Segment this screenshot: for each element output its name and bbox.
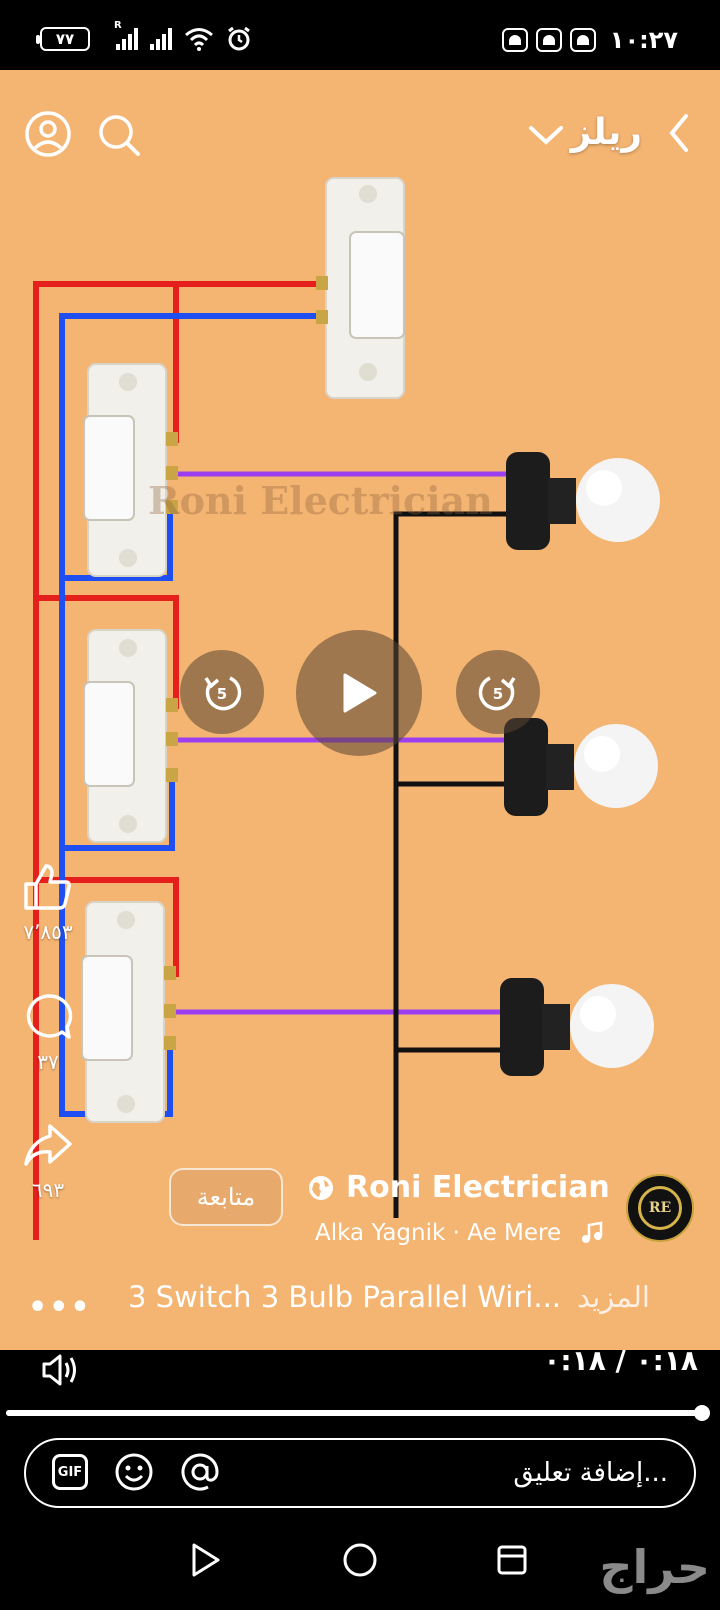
switch-2 — [83, 629, 178, 843]
wifi-icon — [185, 28, 213, 51]
bulb-2 — [504, 718, 658, 816]
chevron-down-icon[interactable] — [528, 124, 564, 146]
share-action[interactable]: ٦٩٣ — [18, 1120, 78, 1202]
mosque-icon — [569, 28, 596, 52]
comment-placeholder: إضافة تعليق... — [513, 1458, 668, 1488]
rewind-5-button[interactable]: 5 — [180, 650, 264, 734]
back-chevron-icon[interactable] — [666, 112, 692, 154]
rewind-seconds: 5 — [217, 685, 227, 703]
comment-bubble-icon — [26, 994, 73, 1039]
forward-5-button[interactable]: 5 — [456, 650, 540, 734]
comment-input[interactable]: GIF إضافة تعليق... — [24, 1438, 696, 1508]
reel-video[interactable]: Roni Electrician ريلز 5 5 — [0, 70, 720, 1350]
signal-icon-2 — [150, 28, 172, 50]
system-nav-bar — [0, 1530, 720, 1610]
channel-avatar[interactable]: RE — [626, 1174, 694, 1242]
channel-name: Roni Electrician — [346, 1170, 610, 1205]
gif-button[interactable]: GIF — [52, 1454, 88, 1490]
emoji-icon[interactable] — [114, 1452, 154, 1492]
globe-icon — [309, 1175, 333, 1200]
home-nav-icon[interactable] — [342, 1542, 378, 1578]
follow-button[interactable]: متابعة — [169, 1168, 283, 1226]
forward-icon: 5 — [478, 676, 516, 711]
channel-link[interactable]: Roni Electrician — [308, 1170, 610, 1205]
network-label: R — [114, 20, 122, 31]
share-icon — [24, 1124, 72, 1166]
switch-1 — [83, 363, 178, 577]
signal-icon: R — [114, 20, 138, 50]
wiring-diagram-frame — [33, 177, 660, 1240]
mosque-icon — [535, 28, 562, 52]
like-action[interactable]: ٧٬٨٥٣ — [18, 862, 78, 944]
back-nav-icon[interactable] — [190, 1542, 222, 1578]
share-count: ٦٩٣ — [31, 1178, 65, 1202]
play-icon — [343, 673, 377, 713]
bulb-3 — [500, 978, 654, 1076]
reel-caption[interactable]: 3 Switch 3 Bulb Parallel Wiri... المزيد — [128, 1280, 650, 1314]
more-options-button[interactable]: ••• — [28, 1290, 92, 1325]
music-note-icon — [582, 1221, 603, 1243]
comment-count: ٣٧ — [37, 1050, 59, 1074]
thumbs-up-icon — [24, 864, 71, 910]
haraj-watermark: حراج — [599, 1540, 710, 1594]
playback-time: ٠:١٨ / ٠:١٨ — [543, 1344, 698, 1377]
battery-level: ٧٧ — [55, 30, 75, 48]
search-icon[interactable] — [96, 112, 142, 158]
volume-icon[interactable] — [40, 1352, 80, 1388]
switch-3 — [81, 901, 176, 1123]
caption-text: 3 Switch 3 Bulb Parallel Wiri... — [128, 1280, 562, 1314]
video-watermark: Roni Electrician — [148, 478, 493, 523]
battery-icon: ٧٧ — [36, 27, 90, 51]
comment-action[interactable]: ٣٧ — [18, 992, 78, 1074]
clock: ١٠:٢٧ — [609, 26, 678, 54]
switch-top — [316, 177, 405, 399]
progress-bar[interactable] — [6, 1405, 710, 1421]
mention-icon[interactable] — [180, 1452, 220, 1492]
status-bar: ٧٧ R ١٠:٢٧ — [0, 0, 720, 70]
recents-nav-icon[interactable] — [496, 1544, 528, 1576]
profile-icon[interactable] — [24, 110, 72, 158]
song-title: Alka Yagnik · Ae Mere Hum — [315, 1220, 570, 1246]
avatar-logo: RE — [638, 1186, 682, 1230]
play-button[interactable] — [296, 630, 422, 756]
song-link[interactable]: Alka Yagnik · Ae Mere Hum — [315, 1220, 615, 1246]
see-more-link[interactable]: المزيد — [577, 1280, 650, 1314]
reels-title[interactable]: ريلز — [570, 112, 642, 153]
mosque-icon — [501, 28, 528, 52]
like-count: ٧٬٨٥٣ — [23, 920, 73, 944]
forward-seconds: 5 — [493, 685, 503, 703]
progress-fill — [6, 1410, 704, 1416]
alarm-icon — [228, 26, 250, 51]
bulb-1 — [506, 452, 660, 550]
rewind-icon: 5 — [204, 676, 242, 711]
progress-knob[interactable] — [694, 1405, 710, 1421]
